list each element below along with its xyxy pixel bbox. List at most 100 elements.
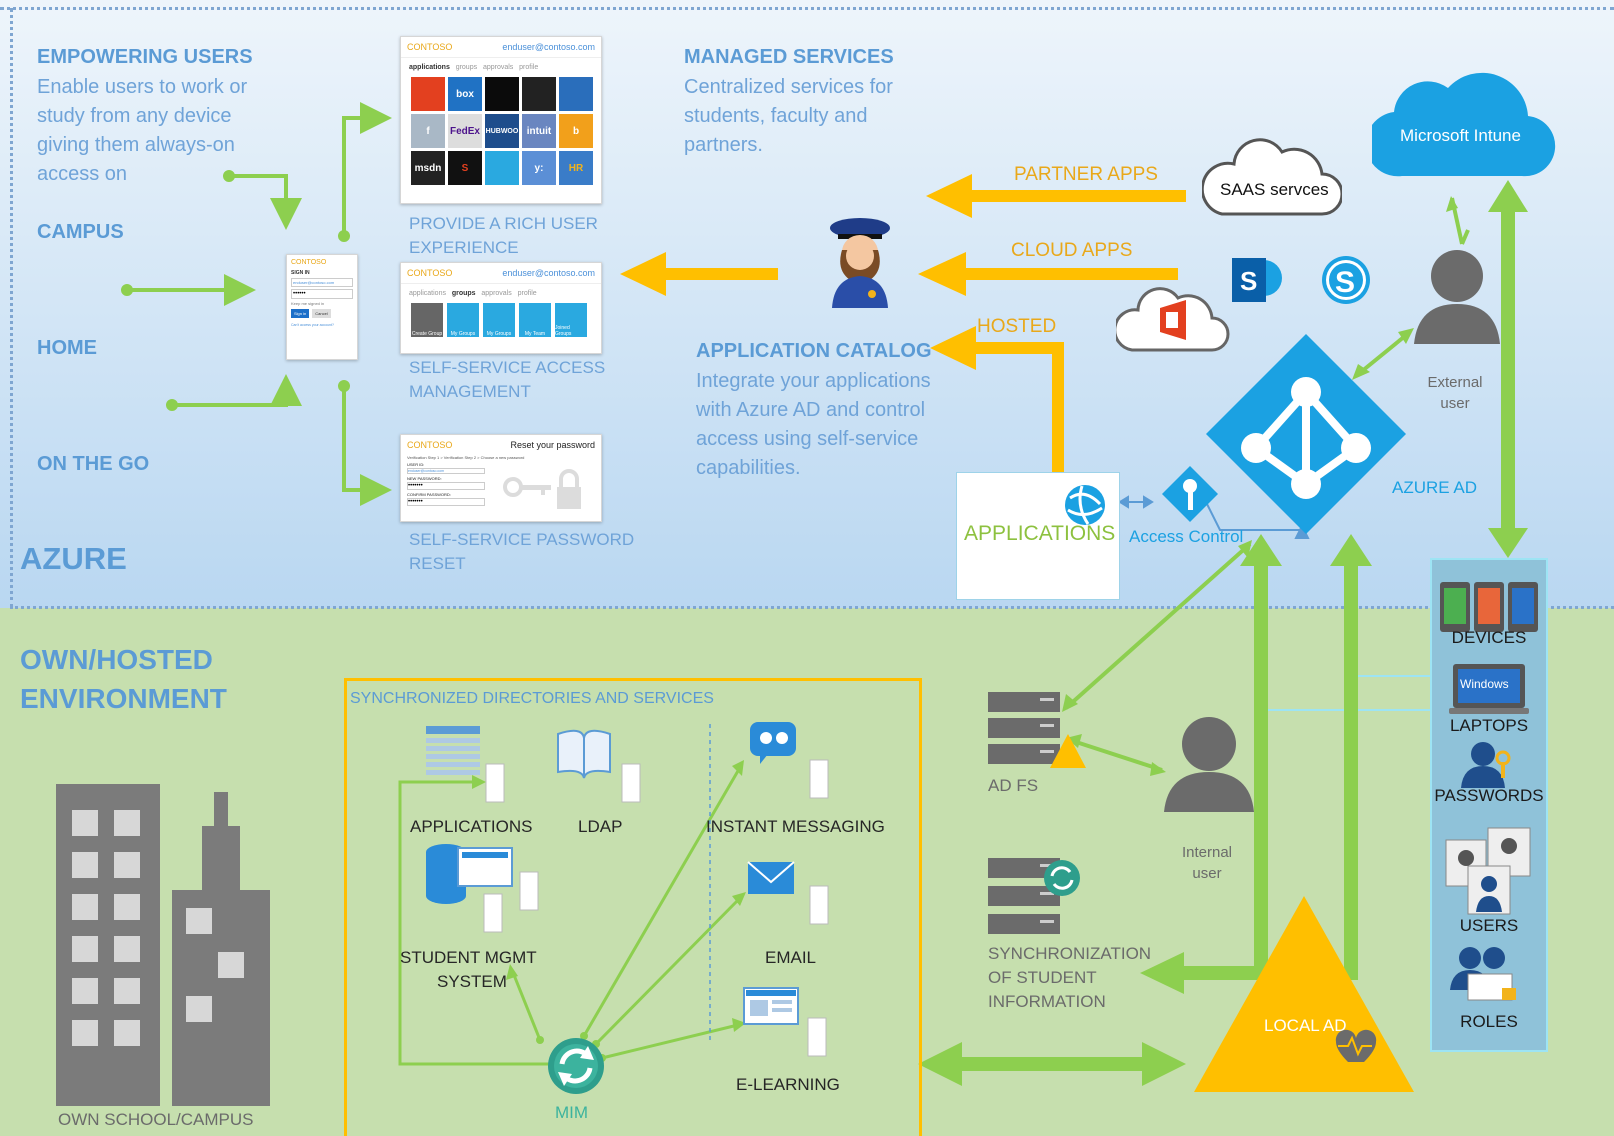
b-app-tile[interactable]: b xyxy=(559,114,593,148)
email-envelope-icon xyxy=(747,861,829,925)
azure-boundary-top xyxy=(0,7,1614,10)
sync-server-icon xyxy=(988,858,1080,934)
applications-db-icon xyxy=(426,726,505,803)
signin-help-link[interactable]: Can't access your account? xyxy=(291,323,334,327)
yammer-app-tile[interactable]: y: xyxy=(522,151,556,185)
create-group-tile[interactable]: Create Group xyxy=(411,303,443,337)
azure-ad-icon xyxy=(1206,334,1406,534)
facebook-app-tile[interactable]: f xyxy=(411,114,445,148)
signin-keep[interactable]: Keep me signed in xyxy=(291,301,325,306)
devices-label: DEVICES xyxy=(1451,628,1527,647)
office-cloud-icon xyxy=(1116,287,1230,352)
s-app-tile[interactable]: S xyxy=(448,151,482,185)
group-tile[interactable]: My Team xyxy=(519,303,551,337)
reset-confirm-field[interactable]: ••••••• xyxy=(407,498,485,506)
sync-im-label: INSTANT MESSAGING xyxy=(706,817,885,836)
campus-buildings-icon xyxy=(56,784,270,1106)
reset-steps: Verification Step 1 > Verification Step … xyxy=(407,455,525,460)
portal-tab-groups[interactable]: groups xyxy=(451,290,476,297)
portal-tab-applications[interactable]: applications xyxy=(409,64,450,71)
fedex-app-tile[interactable]: FedEx xyxy=(448,114,482,148)
empowering-line: study from any device xyxy=(37,105,232,127)
twitter-app-tile[interactable] xyxy=(485,151,519,185)
globe-app-tile[interactable] xyxy=(485,77,519,111)
laptop-screen-label: Windows xyxy=(1460,677,1509,691)
signin-button[interactable]: Sign in xyxy=(291,309,310,318)
onprem-zone-label-line1: OWN/HOSTED xyxy=(20,644,213,675)
empowering-title: EMPOWERING USERS xyxy=(37,46,253,68)
instant-messaging-icon xyxy=(750,722,829,799)
location-on-the-go: ON THE GO xyxy=(37,453,150,475)
app-tile-grid: box f FedEx HUBWOO intuit b msdn S y: HR xyxy=(401,77,601,185)
local-ad-label: LOCAL AD xyxy=(1264,1016,1347,1035)
reset-new-field[interactable]: ••••••• xyxy=(407,482,485,490)
portal-tab-profile[interactable]: profile xyxy=(517,290,537,297)
onprem-zone-label-line2: ENVIRONMENT xyxy=(20,683,227,714)
saas-cloud-icon xyxy=(1202,138,1342,216)
portal-brand: CONTOSO xyxy=(407,268,453,278)
group-tile[interactable]: My Groups xyxy=(483,303,515,337)
web-app-globe-icon xyxy=(1065,485,1105,525)
signin-cancel-button[interactable]: Cancel xyxy=(312,309,331,318)
azure-zone-label: AZURE xyxy=(20,541,127,576)
hr-app-tile[interactable]: HR xyxy=(559,151,593,185)
dropbox-app-tile[interactable] xyxy=(559,77,593,111)
caption-rich-ux: EXPERIENCE xyxy=(409,238,519,257)
laptop-icon xyxy=(1449,664,1529,714)
applications-box-label: APPLICATIONS xyxy=(964,522,1116,545)
hubwoo-app-tile[interactable]: HUBWOO xyxy=(485,114,519,148)
hosted-label: HOSTED xyxy=(977,316,1057,337)
sync-student-mgmt-label: SYSTEM xyxy=(437,972,507,991)
managed-line: students, faculty and xyxy=(684,105,868,127)
caption-self-password: RESET xyxy=(409,554,466,573)
portal-brand: CONTOSO xyxy=(407,42,453,52)
portal-tab-groups[interactable]: groups xyxy=(455,64,478,71)
users-label: USERS xyxy=(1459,916,1519,935)
laptops-label: LAPTOPS xyxy=(1449,716,1529,735)
catalog-line: Integrate your applications xyxy=(696,370,931,392)
external-user-icon xyxy=(1414,250,1500,344)
passwords-label: PASSWORDS xyxy=(1434,786,1544,805)
location-home: HOME xyxy=(37,337,97,359)
portal-user-email: enduser@contoso.com xyxy=(502,42,595,52)
group-tile[interactable]: My Groups xyxy=(447,303,479,337)
portal-tab-approvals[interactable]: approvals xyxy=(481,290,512,297)
sync-directories-box xyxy=(344,678,922,1136)
portal-tab-applications[interactable]: applications xyxy=(409,290,446,297)
devices-icon xyxy=(1440,582,1538,632)
local-ad-triangle-icon xyxy=(1194,896,1414,1092)
campus-label: OWN SCHOOL/CAMPUS xyxy=(58,1110,254,1129)
external-user-label: External xyxy=(1427,374,1483,391)
sharepoint-icon: S xyxy=(1232,258,1282,302)
reset-new-label: NEW PASSWORD: xyxy=(407,476,442,481)
sync-info-label: OF STUDENT xyxy=(988,968,1097,987)
intune-label: Microsoft Intune xyxy=(1400,126,1521,145)
reset-confirm-label: CONFIRM PASSWORD: xyxy=(407,492,451,497)
empowering-line: giving them always-on xyxy=(37,134,235,156)
users-icon xyxy=(1445,827,1531,915)
reset-user-field[interactable]: enduser@contoso.com xyxy=(407,468,485,474)
box-app-tile[interactable]: box xyxy=(448,77,482,111)
signin-password-field[interactable]: •••••• xyxy=(291,289,353,299)
access-control-key-icon xyxy=(1162,466,1218,522)
zone-separator xyxy=(10,606,1614,609)
portal-tab-approvals[interactable]: approvals xyxy=(482,64,514,71)
svg-text:S: S xyxy=(1240,266,1257,296)
mim-sync-icon xyxy=(548,1038,604,1094)
portal-tab-profile[interactable]: profile xyxy=(519,64,539,71)
sync-elearning-label: E-LEARNING xyxy=(736,1075,840,1094)
office-app-tile[interactable] xyxy=(411,77,445,111)
ldap-book-icon xyxy=(557,729,641,803)
caption-self-password: SELF-SERVICE PASSWORD xyxy=(409,530,635,549)
msdn-app-tile[interactable]: msdn xyxy=(411,151,445,185)
signin-email-field[interactable]: enduser@contoso.com xyxy=(291,278,353,287)
intune-cloud-icon xyxy=(1372,72,1556,177)
group-tile[interactable]: Joined Groups xyxy=(555,303,587,337)
flower-app-tile[interactable] xyxy=(522,77,556,111)
sync-student-mgmt-label: STUDENT MGMT xyxy=(400,948,537,967)
device-identity-panel: DEVICES Windows LAPTOPS PASSWORDS USERS xyxy=(1430,558,1548,1052)
intuit-app-tile[interactable]: intuit xyxy=(522,114,556,148)
azure-ad-label: AZURE AD xyxy=(1392,478,1478,497)
